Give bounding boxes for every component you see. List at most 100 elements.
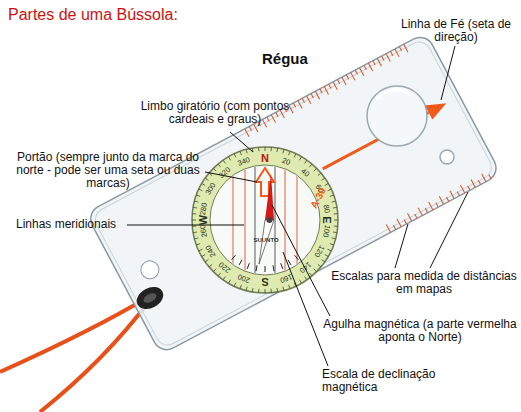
degree-tick bbox=[234, 154, 236, 158]
ruler-tick bbox=[364, 65, 366, 69]
meridian-line bbox=[255, 160, 256, 280]
dial-bezel bbox=[192, 147, 338, 293]
part-label: Escala de declinação magnética bbox=[322, 368, 462, 394]
degree-tick bbox=[334, 226, 338, 227]
meridian-line bbox=[275, 160, 276, 280]
lanyard-knob bbox=[133, 283, 167, 314]
ruler-tick bbox=[307, 96, 311, 104]
map-scale-ticks bbox=[386, 171, 491, 232]
degree-tick bbox=[196, 244, 200, 245]
ruler-tick bbox=[382, 56, 384, 60]
degree-tick bbox=[202, 184, 205, 186]
degree-tick bbox=[258, 289, 259, 293]
part-label: Escalas para medida de distâncias em map… bbox=[330, 270, 518, 296]
ruler-tick bbox=[355, 70, 357, 74]
degree-tick bbox=[218, 273, 221, 276]
base-plate-group bbox=[86, 33, 501, 355]
plate-print: SUUNTO bbox=[253, 237, 278, 244]
scale-tick bbox=[439, 196, 443, 204]
degree-tick bbox=[234, 283, 236, 287]
scale-tick bbox=[415, 214, 417, 218]
ruler-tick bbox=[368, 63, 372, 71]
degree-tick bbox=[192, 213, 196, 214]
declination-tick bbox=[273, 265, 274, 271]
declination-tick bbox=[288, 260, 291, 265]
dial-mark: 100 bbox=[321, 224, 331, 238]
plate-hole bbox=[440, 150, 454, 164]
declination-tick bbox=[232, 255, 236, 260]
scale-tick bbox=[450, 191, 454, 199]
declination-tick bbox=[256, 265, 257, 271]
degree-tick bbox=[314, 269, 317, 272]
declination-tick bbox=[295, 255, 299, 260]
degree-tick bbox=[300, 280, 302, 283]
scale-tick bbox=[404, 220, 406, 224]
ruler-tick bbox=[342, 77, 346, 85]
scale-tick bbox=[436, 203, 438, 207]
meridian-line bbox=[245, 160, 246, 280]
ruler-tick bbox=[333, 82, 337, 90]
degree-tick bbox=[334, 213, 338, 214]
degree-tick bbox=[193, 207, 197, 209]
degree-tick bbox=[223, 277, 225, 280]
dial-mark: W bbox=[197, 215, 209, 225]
part-label: Régua bbox=[262, 51, 332, 68]
degree-tick bbox=[333, 231, 337, 233]
degree-tick bbox=[192, 226, 196, 227]
declination-tick bbox=[265, 266, 266, 272]
ruler-tick bbox=[337, 79, 339, 83]
degree-tick bbox=[199, 249, 203, 251]
ruler-tick bbox=[329, 84, 331, 88]
degree-tick bbox=[305, 277, 307, 280]
degree-tick bbox=[240, 285, 241, 289]
cord-hole bbox=[138, 258, 162, 282]
ruler-tick bbox=[298, 101, 302, 109]
degree-tick bbox=[309, 164, 312, 167]
degree-tick bbox=[305, 160, 307, 163]
degree-tick bbox=[229, 280, 231, 283]
degree-tick bbox=[202, 255, 205, 257]
leader-line bbox=[395, 224, 408, 268]
degree-tick bbox=[322, 260, 325, 262]
ruler-tick bbox=[360, 68, 364, 76]
ruler-tick bbox=[346, 75, 348, 79]
scale-tick bbox=[393, 225, 395, 229]
degree-tick bbox=[246, 287, 247, 291]
direction-arrow bbox=[425, 96, 450, 120]
leader-line bbox=[230, 132, 253, 152]
ruler-tick bbox=[324, 87, 328, 95]
meridian-line bbox=[233, 160, 234, 280]
meridian-line bbox=[297, 160, 298, 280]
dial-mark: N bbox=[261, 152, 269, 164]
diagram-title: Partes de uma Bússola: bbox=[8, 6, 178, 24]
degree-tick bbox=[276, 148, 278, 152]
degree-tick bbox=[289, 285, 290, 289]
ruler-tick bbox=[377, 58, 381, 66]
degree-tick bbox=[252, 288, 254, 292]
degree-tick bbox=[240, 151, 241, 155]
degree-tick bbox=[318, 264, 321, 267]
declination-scale bbox=[232, 255, 299, 272]
ruler-tick bbox=[386, 54, 390, 62]
ruler-tick bbox=[390, 51, 392, 55]
declination-tick bbox=[239, 260, 242, 265]
degree-tick bbox=[265, 147, 266, 151]
degree-tick bbox=[205, 178, 208, 180]
plate-edge bbox=[91, 38, 495, 349]
leader-line bbox=[430, 192, 468, 268]
degree-tick bbox=[199, 189, 203, 191]
degree-tick bbox=[246, 149, 247, 153]
part-label: Portão (sempre junto da marca do norte -… bbox=[2, 151, 214, 191]
degree-tick bbox=[265, 289, 266, 293]
degree-tick bbox=[196, 195, 200, 196]
degree-tick bbox=[213, 269, 216, 272]
dial-mark: S bbox=[261, 276, 268, 288]
part-label: Limbo giratório (com pontos cardeais e g… bbox=[140, 100, 290, 126]
lanyard-cord bbox=[0, 296, 150, 372]
degree-tick bbox=[330, 195, 334, 196]
degree-tick bbox=[283, 149, 284, 153]
part-label: Linha de Fé (seta de direção) bbox=[392, 18, 520, 44]
scale-tick bbox=[429, 202, 433, 210]
